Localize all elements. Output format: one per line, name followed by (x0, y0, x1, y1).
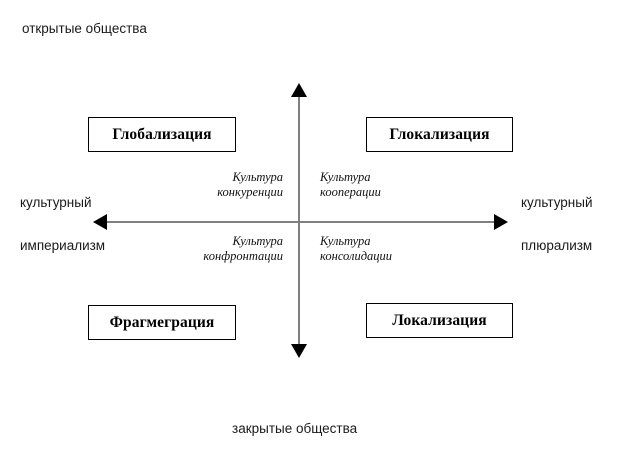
horizontal-axis-line (105, 221, 496, 223)
concept-box-fragmegration-label: Фрагмеграция (109, 313, 215, 331)
concept-box-glocalization[interactable]: Глокализация (366, 117, 513, 152)
axis-label-imperialism: империализм (20, 238, 106, 253)
culture-label-consolidation-line1: Культура (320, 234, 371, 248)
axis-label-open-societies: открытые общества (22, 21, 147, 36)
culture-label-cooperation-line1: Культура (320, 170, 371, 184)
axis-label-cultural-left: культурный (20, 195, 92, 210)
concept-box-globalization-label: Глобализация (112, 125, 212, 143)
culture-label-competition: Культура конкуренции (178, 170, 283, 200)
arrow-down-icon (291, 344, 307, 358)
axis-label-pluralism: плюрализм (521, 238, 593, 253)
concept-box-localization[interactable]: Локализация (366, 303, 513, 338)
concept-box-fragmegration[interactable]: Фрагмеграция (88, 305, 236, 340)
culture-label-competition-line2: конкуренции (217, 185, 283, 199)
axis-label-closed-societies: закрытые общества (232, 421, 358, 436)
arrow-up-icon (291, 83, 307, 97)
vertical-axis-line (298, 95, 300, 345)
culture-label-confrontation: Культура конфронтации (170, 234, 283, 264)
culture-label-competition-line1: Культура (232, 170, 283, 184)
concept-box-glocalization-label: Глокализация (389, 125, 490, 143)
culture-label-consolidation-line2: консолидации (320, 249, 393, 263)
culture-label-consolidation: Культура консолидации (320, 234, 435, 264)
culture-label-confrontation-line1: Культура (232, 234, 283, 248)
culture-label-cooperation-line2: кооперации (320, 185, 381, 199)
arrow-left-icon (93, 214, 107, 230)
axis-label-cultural-right: культурный (521, 195, 593, 210)
arrow-right-icon (494, 214, 508, 230)
culture-label-cooperation: Культура кооперации (320, 170, 430, 200)
concept-box-globalization[interactable]: Глобализация (88, 117, 236, 152)
culture-label-confrontation-line2: конфронтации (203, 249, 283, 263)
concept-box-localization-label: Локализация (392, 311, 487, 329)
